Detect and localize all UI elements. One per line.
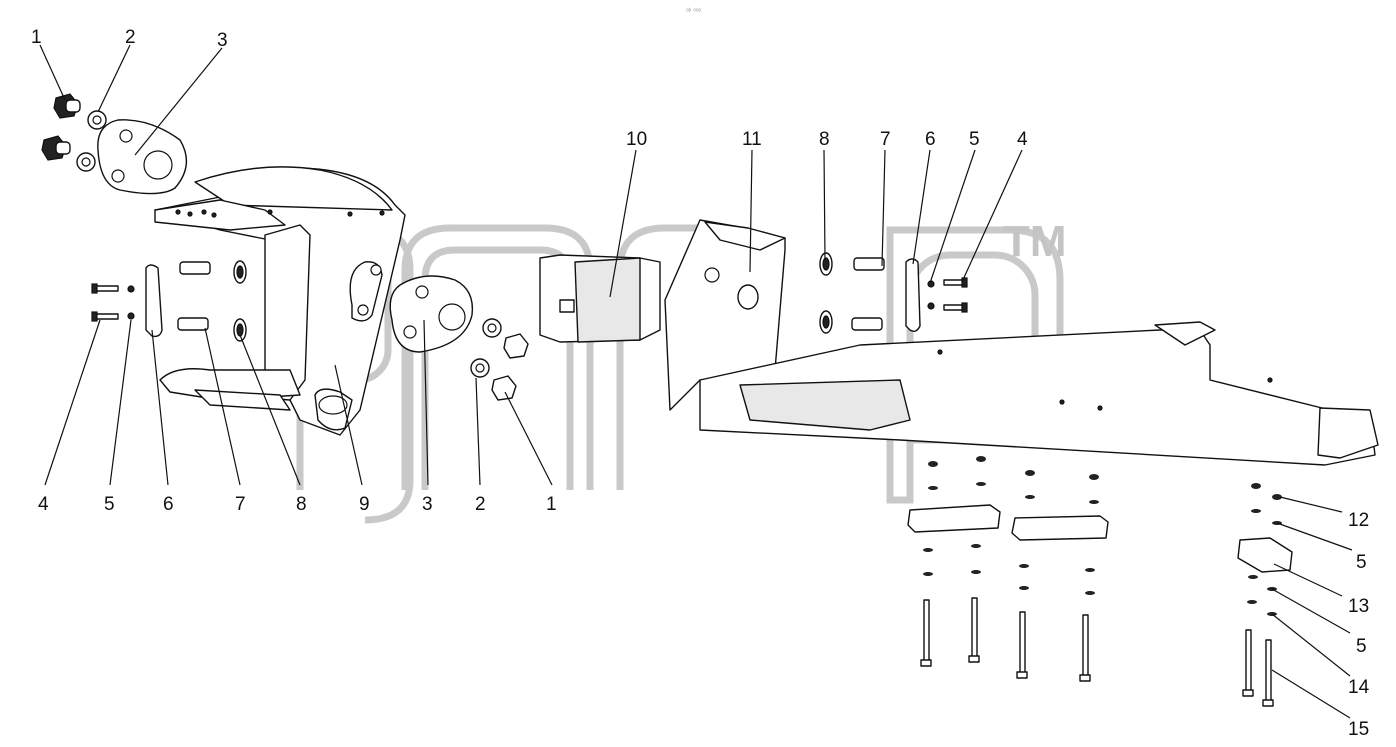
callout-7-right: 7: [880, 129, 891, 150]
nut-1-right-lower: [491, 375, 517, 401]
callout-1: 1: [31, 27, 42, 48]
callout-5-lower-a: 5: [1356, 552, 1367, 573]
callout-15: 15: [1348, 719, 1369, 740]
block-10: [539, 254, 661, 343]
callout-3-lower: 3: [422, 494, 433, 515]
frame-11: [664, 219, 1379, 466]
leader-lines: [39, 44, 1353, 719]
callout-12: 12: [1348, 510, 1369, 531]
callout-2: 2: [125, 27, 136, 48]
left-hitch-bracket-assembly: [41, 93, 529, 436]
long-bolts-15: [920, 597, 1274, 707]
callout-2-lower: 2: [475, 494, 486, 515]
nut-1-lower: [41, 135, 71, 161]
callout-4: 4: [38, 494, 49, 515]
header-glyph: ᵒᵇ ᵒᵒᵒ: [686, 8, 702, 15]
callout-5: 5: [104, 494, 115, 515]
callout-5-right: 5: [969, 129, 980, 150]
stud-7-left: [177, 261, 211, 331]
right-bolt-set: [819, 252, 968, 334]
callout-1-lower: 1: [546, 494, 557, 515]
nut-1-upper: [53, 93, 81, 119]
callout-7: 7: [235, 494, 246, 515]
callout-9: 9: [359, 494, 370, 515]
nut-1-right-upper: [503, 333, 529, 359]
callout-6: 6: [163, 494, 174, 515]
callout-6-right: 6: [925, 129, 936, 150]
lower-hardware: [907, 456, 1293, 707]
bushing-8-left: [233, 260, 247, 342]
bolt-4-left: [91, 283, 119, 322]
callout-labels: 1 2 3 4 5 6 7 8 9 3 2 1 10 11 8 7 6 5 4 …: [31, 27, 1370, 740]
callout-8: 8: [296, 494, 307, 515]
callout-3: 3: [217, 30, 228, 51]
callout-13: 13: [1348, 596, 1369, 617]
callout-4-right: 4: [1017, 129, 1028, 150]
callout-14: 14: [1348, 677, 1370, 698]
plate-6-left: [145, 264, 163, 338]
callout-11: 11: [742, 129, 762, 150]
trademark-text: TM: [1003, 217, 1067, 266]
callout-5-lower-b: 5: [1356, 636, 1367, 657]
callout-10: 10: [626, 129, 647, 150]
callout-8-right: 8: [819, 129, 830, 150]
